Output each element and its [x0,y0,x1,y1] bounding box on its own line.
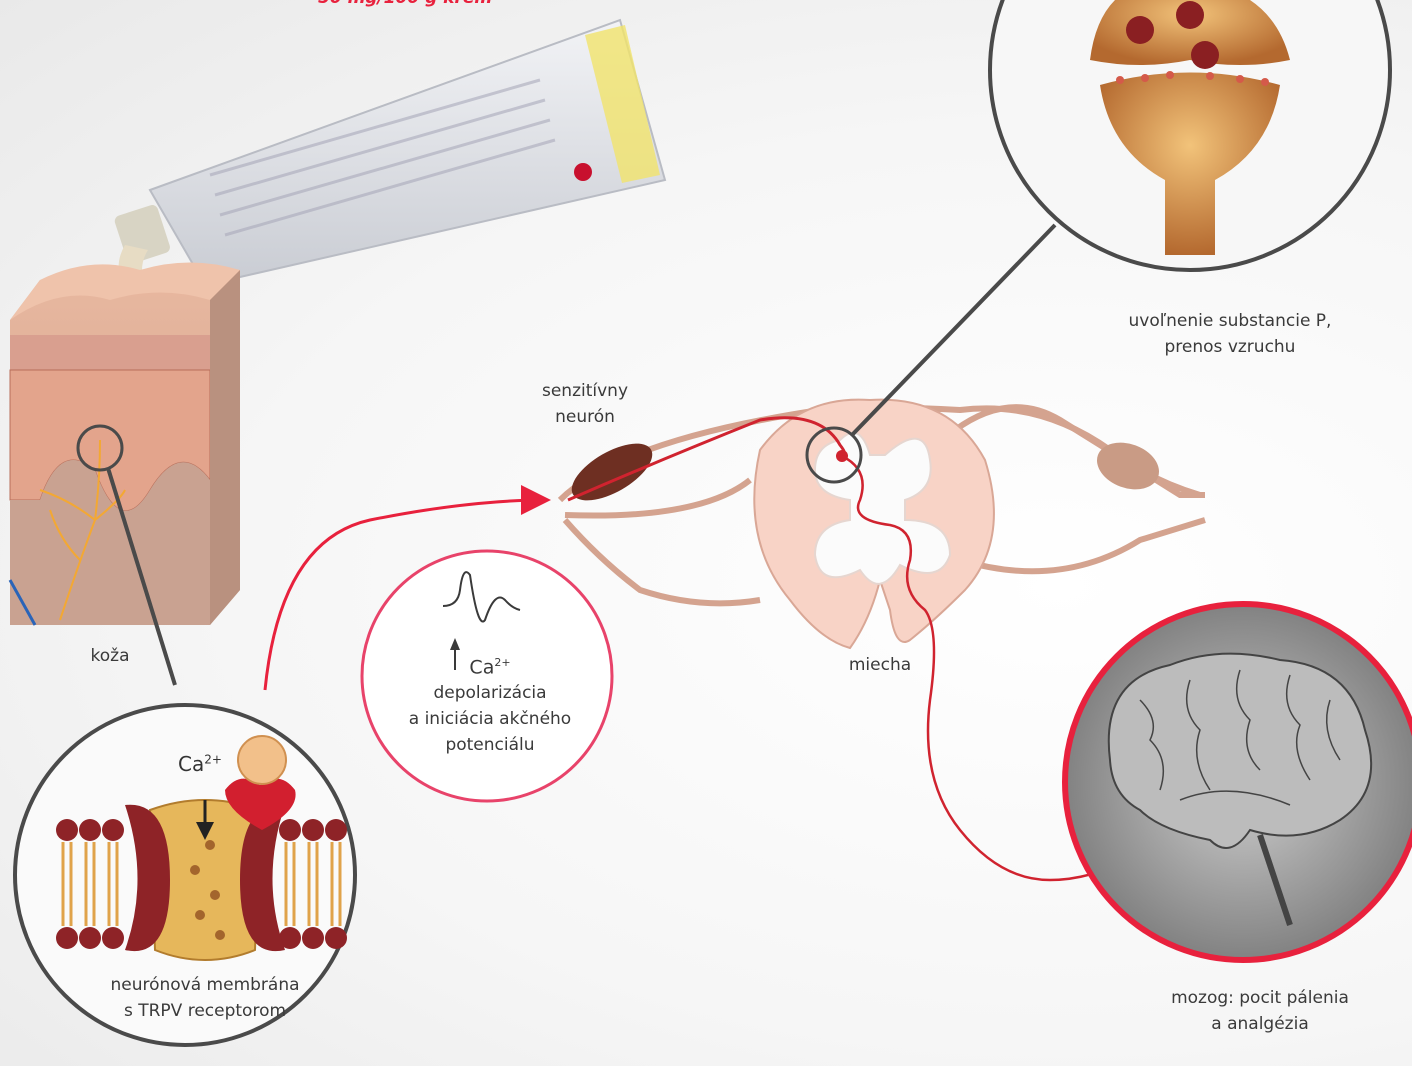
depol-label-line3: potenciálu [380,732,600,758]
depol-label-line1: depolarizácia [380,680,600,706]
brain-label-line2: a analgézia [1130,1011,1390,1037]
brain-zoom-circle [1065,604,1412,960]
spinal-cord-label: miecha [820,652,940,678]
depolarization-label: Ca2+ depolarizácia a iniciácia akčného p… [380,650,600,758]
cream-tube-image [113,20,665,300]
calcium-charge: 2+ [494,656,510,669]
membrane-label: neurónová membrána s TRPV receptorom [80,972,330,1024]
depol-label-line2: a iniciácia akčného [380,706,600,732]
calcium-symbol: Ca [469,656,494,678]
release-label-line2: prenos vzruchu [1090,334,1370,360]
substance-p-release-label: uvoľnenie substancie P, prenos vzruchu [1090,308,1370,360]
release-label-line1: uvoľnenie substancie P, [1090,308,1370,334]
calcium-increase-label: Ca2+ [380,650,600,680]
brain-label: mozog: pocit pálenia a analgézia [1130,985,1390,1037]
skin-label: koža [60,643,160,669]
membrane-label-line1: neurónová membrána [80,972,330,998]
skin-cross-section [10,263,240,626]
calcium-charge: 2+ [204,752,222,766]
brain-label-line1: mozog: pocit pálenia [1130,985,1390,1011]
calcium-ion-label: Ca2+ [178,752,222,776]
sensory-neuron-label-line1: senzitívny [510,378,660,404]
synapse-zoom-connector [852,225,1055,435]
sensory-neuron-label-line2: neurón [510,404,660,430]
calcium-symbol: Ca [178,752,204,776]
membrane-label-line2: s TRPV receptorom [80,998,330,1024]
tube-caption: 50 mg/100 g krém [318,0,492,8]
sensory-neuron-label: senzitívny neurón [510,378,660,430]
